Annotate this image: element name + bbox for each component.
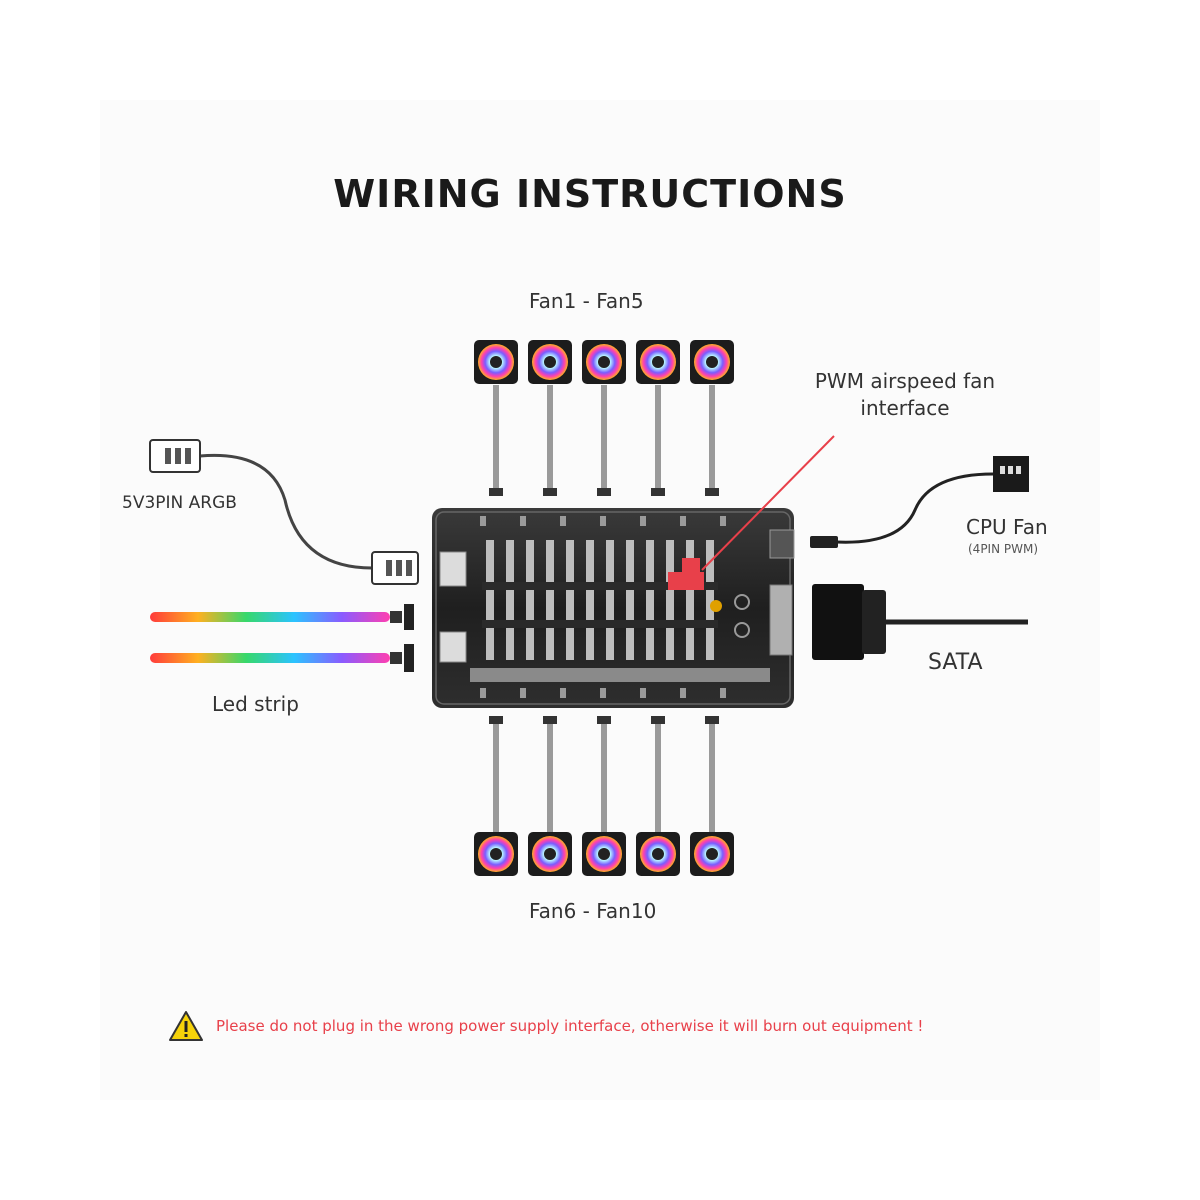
top-fan-cables: [493, 385, 715, 490]
label-argb: 5V3PIN ARGB: [122, 493, 237, 513]
led-strip-icon: [150, 604, 414, 630]
label-fan6-fan10: Fan6 - Fan10: [529, 899, 657, 923]
fan-icon: [582, 832, 626, 876]
label-sata: SATA: [928, 650, 983, 675]
cpu-fan-plug: [810, 536, 838, 548]
argb-plug-icon: [371, 551, 419, 585]
label-pwm-interface: PWM airspeed fan interface: [814, 369, 996, 420]
cpu-fan-connector-icon: [993, 456, 1029, 492]
fan-icon: [474, 832, 518, 876]
fan-icon: [636, 832, 680, 876]
fan-icon: [474, 340, 518, 384]
hub-board: [432, 508, 795, 708]
fan-icon: [690, 340, 734, 384]
page-title: WIRING INSTRUCTIONS: [333, 172, 847, 216]
fan-icon: [528, 340, 572, 384]
argb-connector-icon: [149, 439, 201, 473]
argb-cable: [199, 453, 373, 570]
label-cpu-fan-sub: (4PIN PWM): [968, 542, 1039, 556]
warning-notice: Please do not plug in the wrong power su…: [168, 1006, 1068, 1046]
label-cpu-fan: CPU Fan: [966, 515, 1048, 539]
bottom-fan-cables: [493, 722, 715, 832]
warning-text: Please do not plug in the wrong power su…: [216, 1017, 924, 1035]
fan-icon: [528, 832, 572, 876]
cpu-fan-cable: [835, 472, 994, 544]
bottom-fan-plugs: [489, 716, 719, 724]
fan-icon: [582, 340, 626, 384]
fan-icon: [636, 340, 680, 384]
top-fan-plugs: [489, 488, 719, 496]
label-led-strip: Led strip: [212, 692, 299, 716]
pwm-pointer-line: [701, 435, 835, 571]
warning-triangle-icon: [169, 1011, 203, 1041]
led-strip-icon: [150, 644, 414, 672]
label-fan1-fan5: Fan1 - Fan5: [529, 289, 644, 313]
sata-connector-icon: [812, 584, 886, 660]
fan-icon: [690, 832, 734, 876]
